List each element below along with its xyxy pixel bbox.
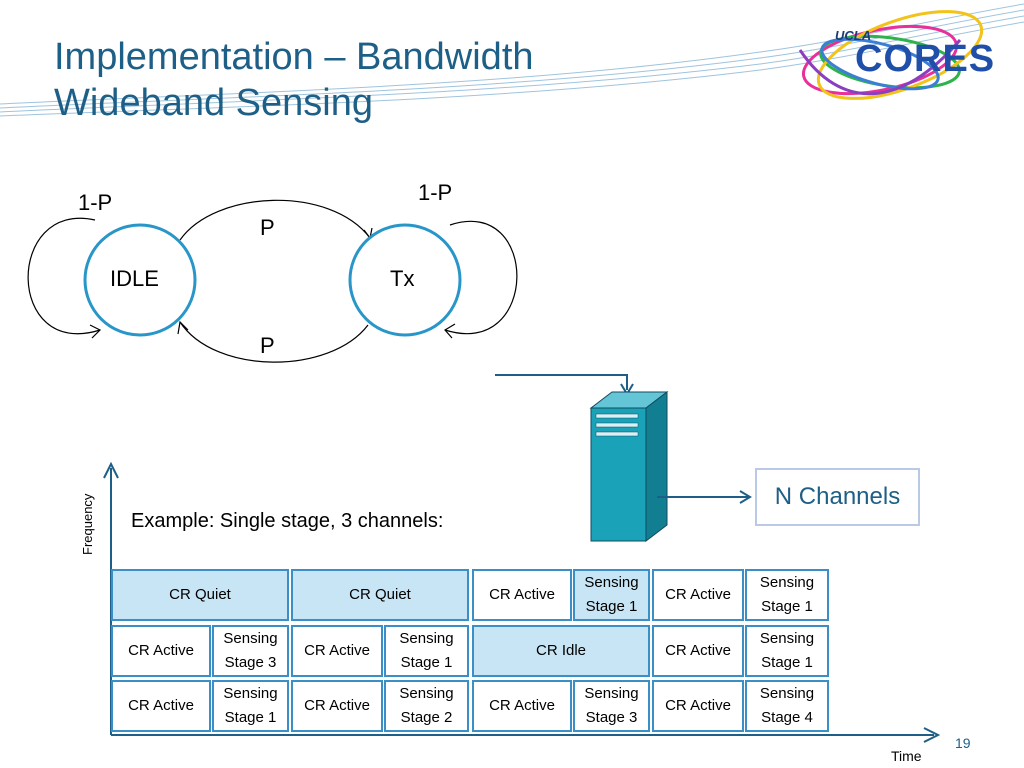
- grid-cell: CR Active: [652, 625, 744, 677]
- grid-cell: CR Quiet: [291, 569, 469, 621]
- idle-state-label: IDLE: [110, 266, 159, 291]
- grid-cell: CR Active: [652, 569, 744, 621]
- tx-state-circle: [348, 223, 462, 337]
- grid-cell: CR Active: [472, 680, 572, 732]
- grid-cell: Sensing Stage 4: [745, 680, 829, 732]
- state-transitions: [27, 199, 518, 363]
- self-loop-idle: [27, 217, 101, 335]
- grid-cell: CR Active: [111, 625, 211, 677]
- title-line-2: Wideband Sensing: [54, 82, 373, 124]
- self-loop-tx: [444, 220, 518, 335]
- transition-tx-to-idle: [179, 321, 369, 363]
- page-number: 19: [955, 735, 971, 751]
- server-input-arrow: [495, 374, 634, 396]
- tx-state-label: Tx: [390, 266, 415, 291]
- grid-cell: Sensing Stage 3: [212, 625, 289, 677]
- grid-cell: CR Active: [111, 680, 211, 732]
- grid-cell: Sensing Stage 1: [212, 680, 289, 732]
- grid-cell: Sensing Stage 1: [745, 569, 829, 621]
- title-line-1: Implementation – Bandwidth: [54, 36, 534, 78]
- logo-cores-text: CORES: [855, 38, 996, 80]
- grid-cell: CR Active: [472, 569, 572, 621]
- logo-ucla-text: UCLA: [835, 28, 872, 43]
- grid-cell: CR Active: [291, 625, 383, 677]
- time-axis-label: Time: [891, 748, 922, 764]
- grid-cell: Sensing Stage 2: [384, 680, 469, 732]
- n-channels-box: N Channels: [755, 468, 920, 526]
- idle-state-circle: [83, 223, 197, 337]
- grid-cell: Sensing Stage 3: [573, 680, 650, 732]
- server-icon: [589, 390, 669, 543]
- transition-bottom-label: P: [260, 333, 275, 358]
- tx-self-loop-label: 1-P: [418, 180, 453, 205]
- grid-cell: Sensing Stage 1: [573, 569, 650, 621]
- frequency-axis-label: Frequency: [80, 493, 95, 555]
- grid-cell: CR Quiet: [111, 569, 289, 621]
- transition-top-label: P: [260, 215, 275, 240]
- grid-cell: CR Active: [652, 680, 744, 732]
- example-caption: Example: Single stage, 3 channels:: [131, 510, 444, 532]
- logo-rings: [798, 10, 984, 100]
- grid-cell: CR Active: [291, 680, 383, 732]
- grid-cell: CR Idle: [472, 625, 650, 677]
- grid-cell: Sensing Stage 1: [745, 625, 829, 677]
- grid-cell: Sensing Stage 1: [384, 625, 469, 677]
- transition-idle-to-tx: [179, 199, 371, 241]
- slide-title: Implementation – Bandwidth Wideband Sens…: [54, 34, 534, 126]
- idle-self-loop-label: 1-P: [78, 190, 113, 215]
- channels-arrow: [657, 490, 752, 504]
